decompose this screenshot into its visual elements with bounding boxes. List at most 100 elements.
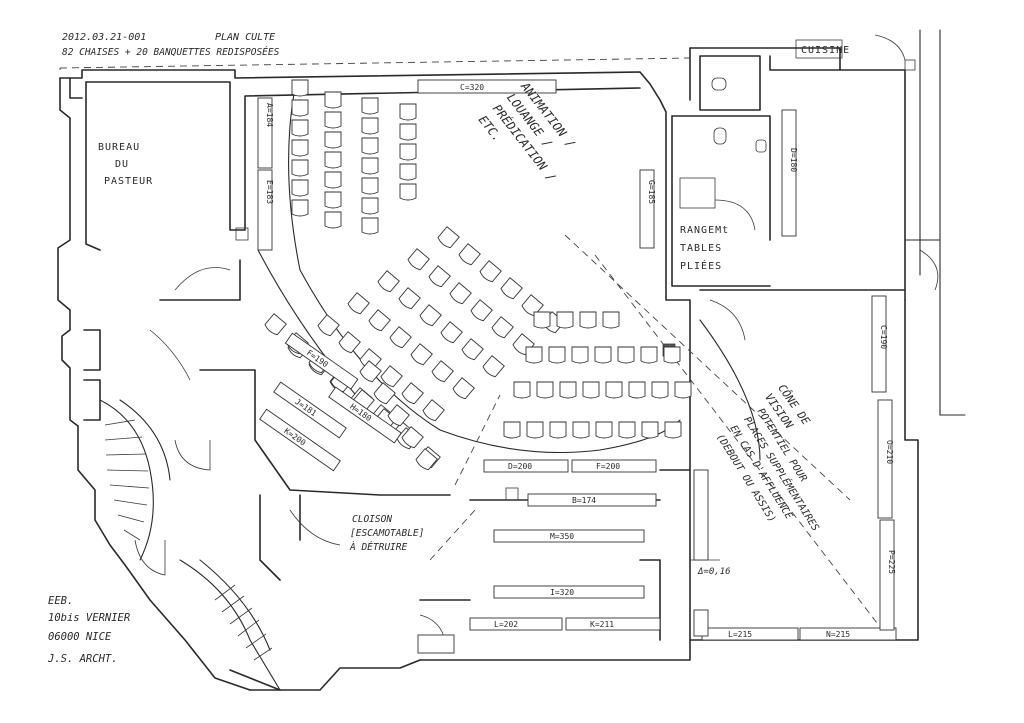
chair [291, 119, 309, 137]
chair [324, 211, 342, 229]
bench-l202: L=202 [469, 617, 563, 631]
bench-label: L=202 [494, 620, 518, 629]
chair [452, 377, 475, 400]
bench-label: K=211 [590, 620, 614, 629]
bench-label: M=350 [550, 532, 574, 541]
chair [470, 299, 493, 322]
chair [651, 381, 669, 399]
partition-note-line-2: [ESCAMOTABLE] [350, 528, 424, 539]
chair [525, 346, 543, 364]
bench-label: G=185 [647, 180, 656, 204]
chair [572, 421, 590, 439]
plan-title: PLAN CULTE [215, 32, 275, 43]
bench-label: E=183 [265, 180, 274, 204]
chair [526, 421, 544, 439]
chair [628, 381, 646, 399]
bench-label: C=190 [879, 325, 888, 349]
office-label-1: BUREAU [98, 142, 140, 153]
storage-label-3: PLIÉES [680, 259, 722, 272]
bench-label: B=174 [572, 496, 596, 505]
building-walls [57, 29, 966, 691]
chair [291, 79, 309, 97]
chair [291, 139, 309, 157]
partition-note: CLOISON [ESCAMOTABLE] À DÉTRUIRE [349, 514, 424, 553]
chair [431, 360, 454, 383]
bench-label: P=225 [887, 550, 896, 574]
chair [361, 137, 379, 155]
chair [605, 381, 623, 399]
chair [291, 99, 309, 117]
chair [571, 346, 589, 364]
chair [361, 157, 379, 175]
chair [399, 123, 417, 141]
chair [361, 197, 379, 215]
bench-e183: E=183 [257, 169, 274, 251]
bench-m350: M=350 [493, 529, 645, 543]
bench-c190: C=190 [871, 295, 888, 393]
chair [401, 426, 424, 449]
office-label-3: PASTEUR [104, 176, 153, 187]
partition-note-line-1: CLOISON [352, 514, 392, 525]
chair [324, 171, 342, 189]
chair [548, 346, 566, 364]
bench-label: L=215 [728, 630, 752, 639]
storage-label-2: TABLES [680, 243, 722, 254]
chair [399, 163, 417, 181]
chair [361, 217, 379, 235]
chair [440, 321, 463, 344]
chair [479, 260, 502, 283]
chair [380, 365, 403, 388]
chair [359, 360, 382, 383]
plan-capacity: 82 CHAISES + 20 BANQUETTES REDISPOSÉES [62, 46, 280, 58]
footer-line-3: 06000 NICE [48, 631, 112, 643]
bench-g185: G=185 [639, 169, 656, 249]
chair [618, 421, 636, 439]
bench-d180: D=180 [781, 109, 798, 237]
bench-d200: D=200 [483, 459, 569, 473]
chair [641, 421, 659, 439]
chair [674, 381, 692, 399]
bench-c320: C=320 [417, 79, 557, 94]
chair [399, 183, 417, 201]
chair [324, 151, 342, 169]
architect-block: EEB. 10bis VERNIER 06000 NICE J.S. ARCHT… [47, 595, 130, 665]
plan-reference: 2012.03.21-001 [62, 32, 146, 43]
chair [324, 91, 342, 109]
chair [482, 355, 505, 378]
chair [264, 313, 287, 336]
chair [387, 404, 410, 427]
bench-b174: B=174 [527, 493, 657, 507]
footer-line-4: J.S. ARCHT. [47, 653, 118, 665]
chair [503, 421, 521, 439]
chair [579, 311, 597, 329]
plan-header: 2012.03.21-001 PLAN CULTE 82 CHAISES + 2… [62, 32, 280, 58]
chair [513, 381, 531, 399]
footer-line-2: 10bis VERNIER [48, 612, 130, 624]
chair [458, 243, 481, 266]
room-labels: BUREAU DU PASTEUR CUISINE RANGEMt TABLES… [98, 39, 849, 272]
chair [291, 159, 309, 177]
height-note: Δ=0,16 [697, 567, 731, 577]
bench-l215: L=215 [701, 627, 799, 641]
chair [398, 287, 421, 310]
bench-p225: P=225 [879, 519, 896, 631]
benches-layer: C=320 A=184 E=183 G=185 F=190 J=181 H=18… [257, 79, 897, 654]
chair [291, 179, 309, 197]
stage-note: ANIMATION / LOUANGE / PRÉDICATION / ETC. [476, 79, 579, 185]
bench-i320: I=320 [493, 585, 645, 599]
chair [401, 382, 424, 405]
chair [595, 421, 613, 439]
chair [556, 311, 574, 329]
chair [461, 338, 484, 361]
chair [291, 199, 309, 217]
bench-label: C=320 [460, 83, 484, 92]
chair [582, 381, 600, 399]
chair [399, 103, 417, 121]
bench-f200: F=200 [571, 459, 657, 473]
chair [410, 343, 433, 366]
chair [324, 131, 342, 149]
chair [361, 97, 379, 115]
chair [389, 326, 412, 349]
chair [437, 226, 460, 249]
chair [324, 111, 342, 129]
